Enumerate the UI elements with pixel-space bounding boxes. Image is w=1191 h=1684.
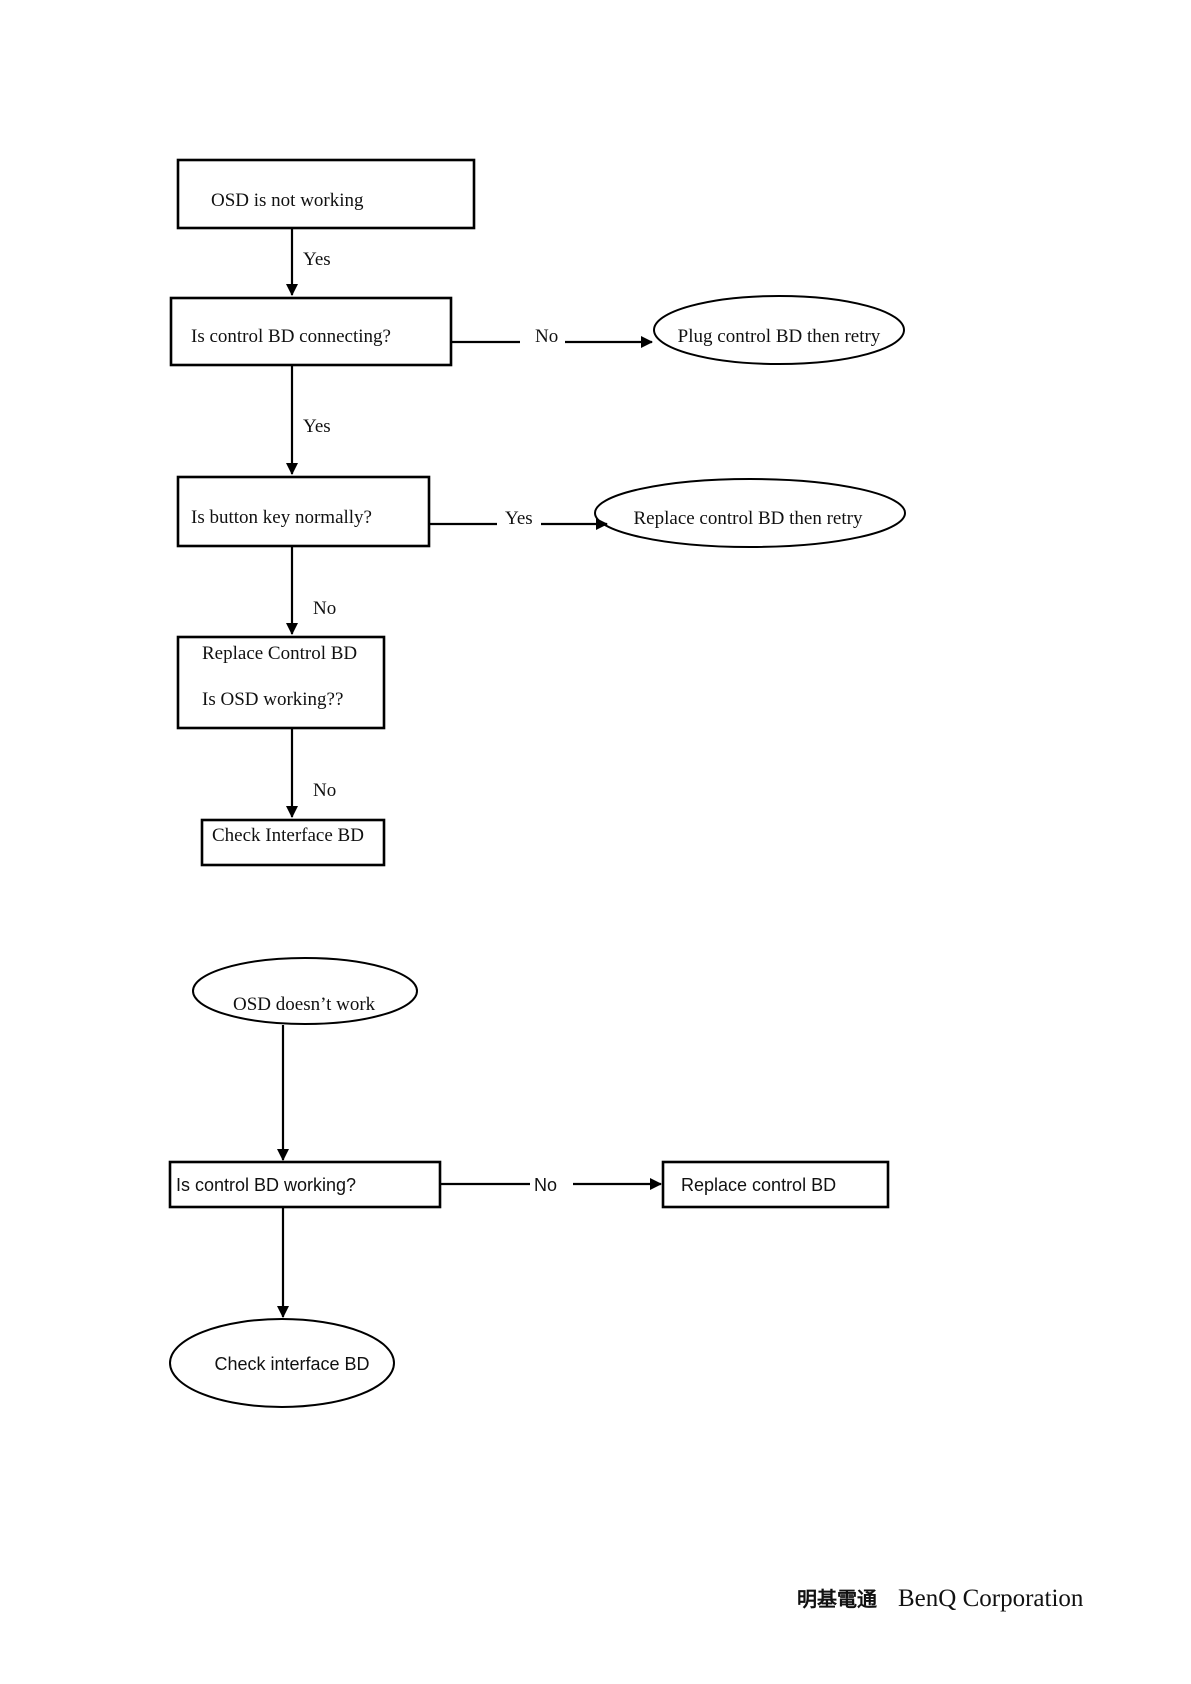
node-replace-control-bd-label: Replace control BD: [681, 1175, 836, 1195]
node-is-button-key-normally-label: Is button key normally?: [191, 507, 372, 528]
edge-label-no-3: No: [313, 780, 336, 801]
node-replace-control-bd-retry-label: Replace control BD then retry: [634, 508, 863, 529]
edge-label-no-2: No: [313, 598, 336, 619]
node-osd-not-working-label: OSD is not working: [211, 190, 364, 211]
node-replace-control-bd-osd-working: Replace Control BD Is OSD working??: [176, 635, 386, 730]
edge-label-yes-2: Yes: [303, 416, 331, 437]
edge-label-no-1: No: [535, 326, 558, 347]
node-osd-doesnt-work: OSD doesn’t work: [192, 957, 418, 1025]
node-is-control-bd-connecting: Is control BD connecting?: [169, 296, 453, 367]
footer-company-cn: 明基電通: [797, 1587, 877, 1611]
node-osd-not-working: OSD is not working: [176, 158, 476, 230]
node-osd-doesnt-work-label: OSD doesn’t work: [233, 994, 376, 1015]
node-replace-control-bd: Replace control BD: [661, 1160, 890, 1209]
node-replace-control-bd-line1: Replace Control BD: [202, 643, 357, 664]
node-check-interface-bd-1-label: Check Interface BD: [212, 825, 364, 846]
footer: 明基電通 BenQ Corporation: [797, 1585, 1084, 1612]
node-is-control-bd-working: Is control BD working?: [168, 1160, 442, 1209]
node-plug-control-bd-retry: Plug control BD then retry: [653, 295, 905, 365]
footer-company-en: BenQ Corporation: [898, 1585, 1084, 1612]
flowchart-2: OSD doesn’t work Is control BD working? …: [168, 957, 890, 1408]
node-plug-control-bd-retry-label: Plug control BD then retry: [678, 326, 881, 347]
node-check-interface-bd-2-label: Check interface BD: [214, 1354, 369, 1374]
edge-label-yes-3: Yes: [505, 508, 533, 529]
node-is-button-key-normally: Is button key normally?: [176, 475, 431, 548]
node-replace-control-bd-retry: Replace control BD then retry: [594, 478, 906, 548]
edge-label-yes-1: Yes: [303, 249, 331, 270]
flowchart-1: OSD is not working Is control BD connect…: [169, 158, 906, 867]
node-is-control-bd-connecting-label: Is control BD connecting?: [191, 326, 391, 347]
node-check-interface-bd-2: Check interface BD: [169, 1318, 395, 1408]
edge-label-no-4: No: [534, 1175, 557, 1195]
node-is-control-bd-working-label: Is control BD working?: [176, 1175, 356, 1195]
node-check-interface-bd-1: Check Interface BD: [200, 818, 386, 867]
node-replace-control-bd-line2: Is OSD working??: [202, 689, 343, 710]
